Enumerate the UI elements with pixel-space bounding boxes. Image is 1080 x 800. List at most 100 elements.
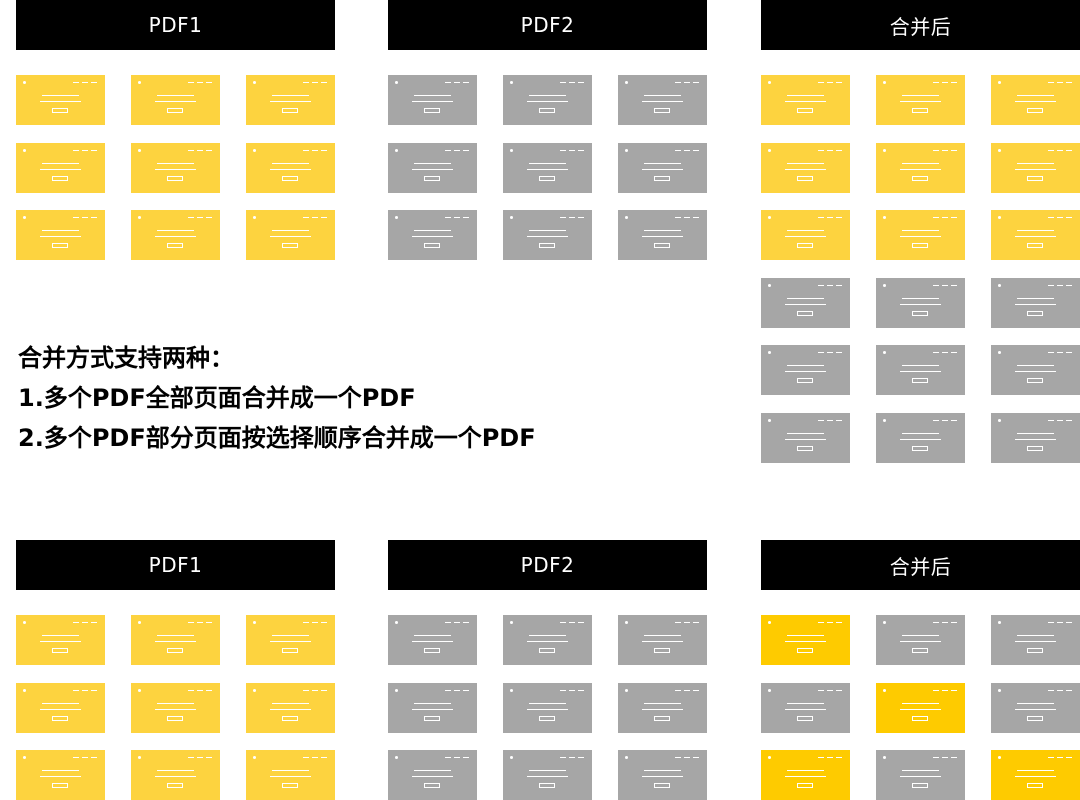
page-title-line [1017, 162, 1054, 164]
page-button-box [539, 175, 555, 181]
page-title-line [272, 770, 309, 772]
merged-page [876, 210, 965, 260]
page-header-dash [91, 757, 97, 758]
page-header-dash [675, 149, 681, 151]
page-button-box [797, 648, 813, 653]
page-header-dash [303, 689, 309, 691]
page-header-dash [578, 149, 584, 151]
page-text-line [900, 236, 941, 238]
page-dot-icon [253, 756, 256, 759]
page-dot-icon [510, 688, 513, 692]
page-title-line [157, 635, 194, 637]
page-header-dash [951, 149, 957, 151]
page-title-line [157, 230, 194, 232]
page-header-dash [951, 217, 957, 218]
merged-page [991, 75, 1080, 125]
page-header-dash [578, 689, 584, 691]
page-title-line [1017, 635, 1054, 637]
page-dot-icon [510, 148, 513, 152]
page-button-box [1027, 715, 1043, 721]
page-text-line [270, 236, 311, 238]
merged-page [876, 412, 965, 463]
page-text-line [270, 168, 311, 170]
page-title-line [529, 95, 566, 97]
page-title-line [1017, 297, 1054, 299]
page-dot-icon [768, 81, 771, 84]
page-dot-icon [395, 216, 398, 219]
pdf1-page [16, 142, 105, 193]
page-dot-icon [625, 81, 628, 84]
page-header-dash [942, 419, 948, 421]
page-text-line [785, 371, 826, 373]
page-header-dash [578, 82, 584, 83]
page-header-dash [675, 622, 681, 623]
page-header-dash [675, 757, 681, 758]
page-header-dash [321, 82, 327, 83]
page-title-line [644, 635, 681, 637]
page-dot-icon [23, 81, 26, 84]
page-dot-icon [395, 756, 398, 759]
pdf1-page [16, 75, 105, 125]
page-button-box [282, 648, 298, 653]
page-text-line [155, 641, 196, 643]
pdf2-page [503, 210, 592, 260]
page-text-line [1015, 101, 1056, 103]
page-button-box [539, 108, 555, 113]
page-header-dash [312, 622, 318, 623]
page-header-dash [560, 622, 566, 623]
page-header-dash [675, 82, 681, 83]
page-header-dash [197, 82, 203, 83]
page-header-dash [693, 217, 699, 218]
page-header-dash [1048, 757, 1054, 758]
page-dot-icon [253, 216, 256, 219]
merged-page [761, 277, 850, 328]
page-text-line [785, 303, 826, 305]
page-header-dash [827, 284, 833, 286]
page-button-box [1027, 378, 1043, 383]
page-text-line [900, 168, 941, 170]
page-button-box [539, 783, 555, 788]
page-title-line [42, 702, 79, 704]
merged-header: 合并后 [761, 0, 1080, 50]
pdf2-page [388, 75, 477, 125]
pdf2-page [388, 142, 477, 193]
page-button-box [52, 783, 68, 788]
page-title-line [902, 770, 939, 772]
page-header-dash [951, 622, 957, 623]
page-header-dash [836, 284, 842, 286]
page-text-line [155, 776, 196, 778]
page-button-box [1027, 108, 1043, 113]
page-title-line [529, 162, 566, 164]
page-dot-icon [768, 418, 771, 422]
pdf2-page [503, 750, 592, 800]
page-title-line [902, 365, 939, 367]
merged-page [761, 142, 850, 193]
page-header-dash [463, 622, 469, 623]
page-header-dash [1066, 757, 1072, 758]
page-text-line [155, 101, 196, 103]
page-header-dash [206, 757, 212, 758]
page-header-dash [560, 217, 566, 218]
page-header-dash [1066, 149, 1072, 151]
page-header-dash [560, 757, 566, 758]
pdf1-page [131, 615, 220, 665]
page-text-line [155, 236, 196, 238]
page-header-dash [188, 149, 194, 151]
page-dot-icon [998, 688, 1001, 692]
pdf1-page [16, 682, 105, 733]
page-button-box [167, 783, 183, 788]
page-button-box [52, 175, 68, 181]
page-header-dash [463, 149, 469, 151]
pdf1-page [246, 142, 335, 193]
pdf2-header: PDF2 [388, 540, 707, 590]
page-header-dash [197, 149, 203, 151]
page-text-line [900, 438, 941, 440]
page-dot-icon [883, 351, 886, 354]
page-header-dash [1048, 689, 1054, 691]
page-dot-icon [998, 283, 1001, 287]
page-header-dash [675, 217, 681, 218]
page-text-line [270, 708, 311, 710]
page-text-line [412, 641, 453, 643]
page-header-dash [197, 757, 203, 758]
page-button-box [797, 108, 813, 113]
